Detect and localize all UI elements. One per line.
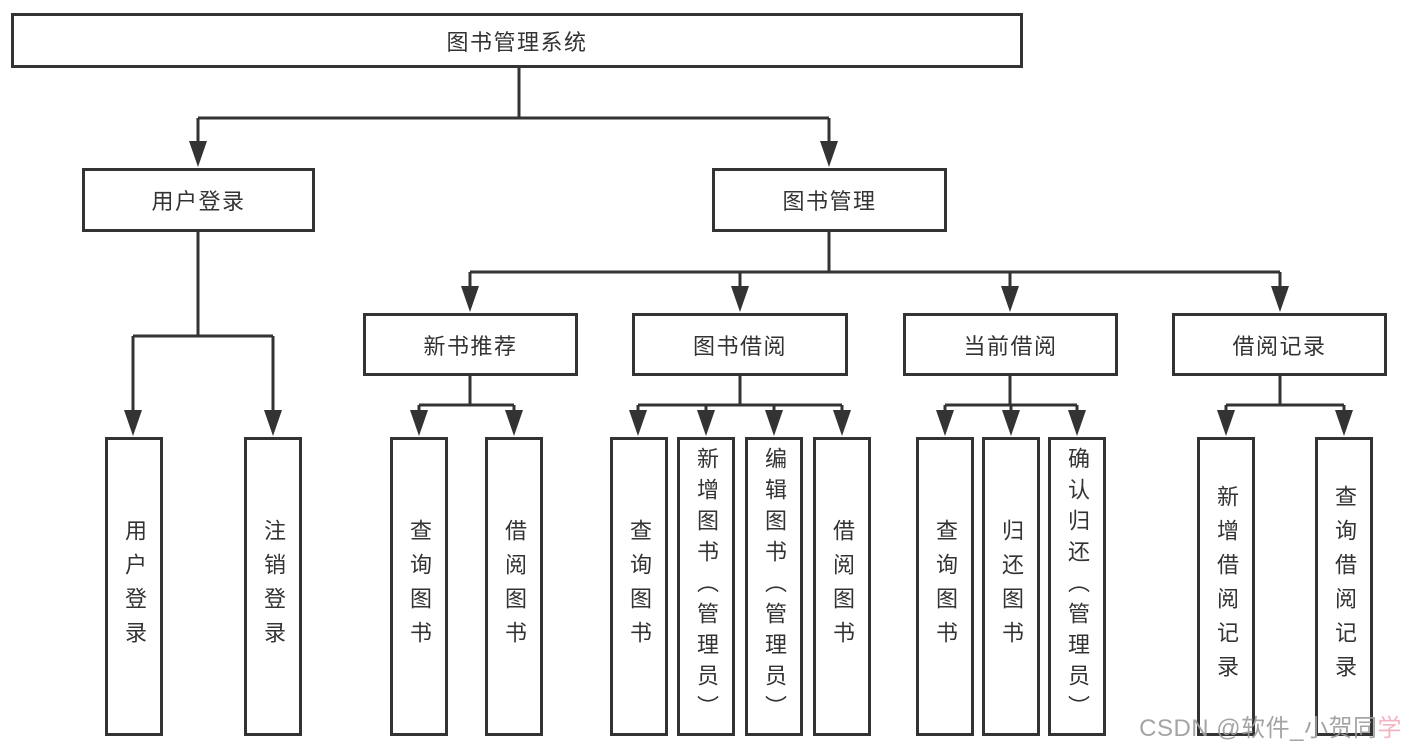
- node-new-book-recommend-label: 新书推荐: [423, 333, 518, 359]
- leaf-current-return-label: 归还图书: [999, 518, 1024, 655]
- csdn-watermark-accent: 学: [1377, 715, 1402, 742]
- node-current-borrow: 当前借阅: [903, 313, 1118, 376]
- leaf-newbooks-borrow-label: 借阅图书: [502, 518, 527, 655]
- arrowheads: [124, 141, 1353, 436]
- leaf-borrow-edit-admin-label: 编辑图书（管理员）: [762, 447, 787, 726]
- leaf-borrow-borrow: 借阅图书: [813, 437, 871, 736]
- leaf-records-query: 查询借阅记录: [1315, 437, 1373, 736]
- leaf-current-query-label: 查询图书: [933, 518, 958, 655]
- leaf-logout: 注销登录: [244, 437, 302, 736]
- node-book-borrow-label: 图书借阅: [692, 333, 787, 359]
- node-book-borrow: 图书借阅: [632, 313, 848, 376]
- leaf-borrow-edit-admin: 编辑图书（管理员）: [745, 437, 803, 736]
- leaf-borrow-add-admin-label: 新增图书（管理员）: [694, 447, 719, 726]
- leaf-current-confirm-admin: 确认归还（管理员）: [1048, 437, 1106, 736]
- connector-userlogin-to-leaves: [131, 232, 275, 414]
- node-borrow-records: 借阅记录: [1172, 313, 1387, 376]
- node-root: 图书管理系统: [11, 13, 1023, 68]
- node-book-management: 图书管理: [712, 168, 947, 232]
- connector-newbooks-to-leaves: [417, 376, 516, 414]
- connector-records-to-leaves: [1224, 376, 1346, 414]
- leaf-newbooks-query-label: 查询图书: [407, 518, 432, 655]
- leaf-borrow-borrow-label: 借阅图书: [830, 518, 855, 655]
- connector-currentborrow-to-leaves: [943, 376, 1079, 414]
- connector-bookmgmt-to-level3: [468, 232, 1282, 290]
- node-book-management-label: 图书管理: [782, 189, 877, 214]
- leaf-records-add: 新增借阅记录: [1197, 437, 1255, 736]
- connector-bookborrow-to-leaves: [636, 376, 844, 414]
- node-user-login: 用户登录: [82, 168, 315, 232]
- leaf-current-return: 归还图书: [982, 437, 1040, 736]
- node-new-book-recommend: 新书推荐: [363, 313, 578, 376]
- leaf-borrow-query-label: 查询图书: [627, 518, 652, 655]
- node-current-borrow-label: 当前借阅: [963, 333, 1058, 359]
- csdn-watermark-main: CSDN @软件_小贺同: [1139, 715, 1378, 742]
- csdn-watermark: CSDN @软件_小贺同学: [1139, 708, 1402, 743]
- leaf-records-query-label: 查询借阅记录: [1332, 484, 1357, 689]
- leaf-records-add-label: 新增借阅记录: [1214, 484, 1239, 689]
- node-user-login-label: 用户登录: [151, 189, 246, 214]
- leaf-logout-label: 注销登录: [261, 518, 286, 655]
- leaf-borrow-add-admin: 新增图书（管理员）: [677, 437, 735, 736]
- leaf-current-query: 查询图书: [916, 437, 974, 736]
- connector-root-to-level2: [196, 66, 831, 145]
- leaf-current-confirm-admin-label: 确认归还（管理员）: [1065, 447, 1090, 726]
- leaf-newbooks-borrow: 借阅图书: [485, 437, 543, 736]
- leaf-newbooks-query: 查询图书: [390, 437, 448, 736]
- leaf-borrow-query: 查询图书: [610, 437, 668, 736]
- leaf-user-login: 用户登录: [105, 437, 163, 736]
- node-root-label: 图书管理系统: [446, 29, 588, 55]
- node-borrow-records-label: 借阅记录: [1232, 333, 1327, 359]
- leaf-user-login-label: 用户登录: [122, 518, 147, 655]
